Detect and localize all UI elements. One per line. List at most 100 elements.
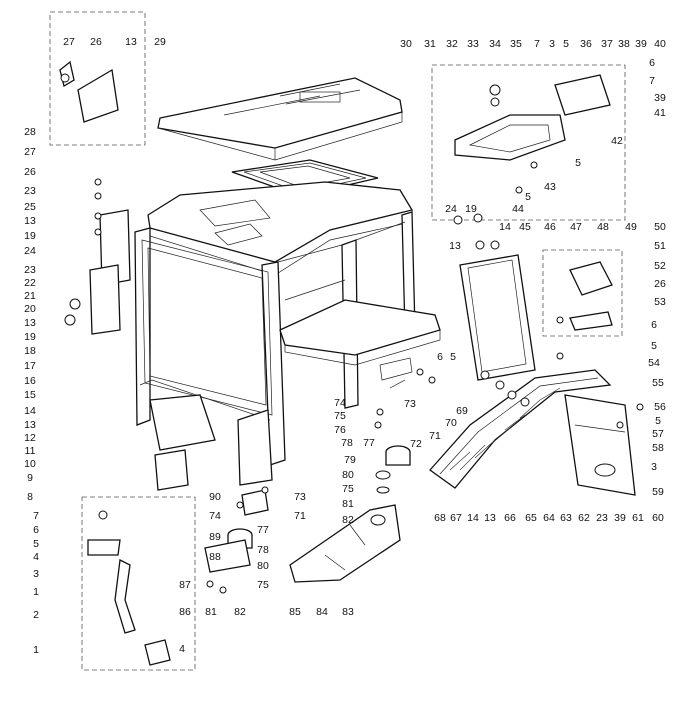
part-callout-79: 79 (344, 454, 356, 466)
part-callout-38: 38 (618, 38, 630, 50)
door-hinge (59, 60, 119, 123)
part-callout-61: 61 (632, 512, 644, 524)
part-callout-5: 5 (575, 157, 581, 169)
part-callout-14: 14 (24, 405, 36, 417)
part-callout-17: 17 (24, 360, 36, 372)
part-callout-5: 5 (563, 38, 569, 50)
roof-panel (157, 77, 403, 161)
part-callout-14: 14 (467, 512, 479, 524)
part-callout-60: 60 (652, 512, 664, 524)
mounting-bracket-rear (289, 504, 401, 583)
part-callout-26: 26 (654, 278, 666, 290)
part-callout-54: 54 (648, 357, 660, 369)
part-callout-74: 74 (334, 397, 346, 409)
part-callout-3: 3 (549, 38, 555, 50)
part-callout-58: 58 (652, 442, 664, 454)
part-callout-22: 22 (24, 277, 36, 289)
part-callout-40: 40 (654, 38, 666, 50)
part-callout-89: 89 (209, 531, 221, 543)
part-callout-12: 12 (24, 432, 36, 444)
part-callout-41: 41 (654, 107, 666, 119)
part-callout-44: 44 (512, 203, 524, 215)
part-callout-5: 5 (33, 538, 39, 550)
part-callout-13: 13 (125, 36, 137, 48)
fender-side-panel (564, 394, 636, 496)
part-callout-6: 6 (651, 319, 657, 331)
part-callout-70: 70 (445, 417, 457, 429)
part-callout-13: 13 (24, 317, 36, 329)
part-callout-10: 10 (24, 458, 36, 470)
part-callout-48: 48 (597, 221, 609, 233)
part-callout-88: 88 (209, 551, 221, 563)
part-callout-13: 13 (449, 240, 461, 252)
part-callout-75: 75 (257, 579, 269, 591)
part-callout-77: 77 (363, 437, 375, 449)
part-callout-6: 6 (33, 524, 39, 536)
part-callout-49: 49 (625, 221, 637, 233)
door-handle (569, 261, 613, 331)
part-callout-21: 21 (24, 290, 36, 302)
right-door-glass (459, 254, 536, 381)
part-callout-19: 19 (24, 230, 36, 242)
part-callout-23: 23 (24, 185, 36, 197)
part-callout-4: 4 (33, 551, 39, 563)
part-callout-47: 47 (570, 221, 582, 233)
part-callout-7: 7 (649, 75, 655, 87)
part-callout-35: 35 (510, 38, 522, 50)
part-callout-52: 52 (654, 260, 666, 272)
part-callout-73: 73 (404, 398, 416, 410)
left-door-glass (89, 209, 131, 335)
part-callout-74: 74 (209, 510, 221, 522)
part-callout-81: 81 (205, 606, 217, 618)
part-callout-23: 23 (596, 512, 608, 524)
door-lock-housing (454, 74, 611, 161)
right-door-lock-detail-box (431, 64, 626, 221)
part-callout-25: 25 (24, 201, 36, 213)
part-callout-66: 66 (504, 512, 516, 524)
part-callout-32: 32 (446, 38, 458, 50)
part-callout-36: 36 (580, 38, 592, 50)
part-callout-5: 5 (651, 340, 657, 352)
part-callout-23: 23 (24, 264, 36, 276)
part-callout-71: 71 (429, 430, 441, 442)
part-callout-68: 68 (434, 512, 446, 524)
part-callout-85: 85 (289, 606, 301, 618)
part-callout-46: 46 (544, 221, 556, 233)
part-callout-45: 45 (519, 221, 531, 233)
part-callout-67: 67 (450, 512, 462, 524)
part-callout-73: 73 (294, 491, 306, 503)
part-callout-9: 9 (27, 472, 33, 484)
part-callout-59: 59 (652, 486, 664, 498)
part-callout-33: 33 (467, 38, 479, 50)
gas-strut-detail-box (81, 496, 196, 671)
part-callout-76: 76 (334, 424, 346, 436)
part-callout-75: 75 (334, 410, 346, 422)
part-callout-86: 86 (179, 606, 191, 618)
part-callout-57: 57 (652, 428, 664, 440)
part-callout-28: 28 (24, 126, 36, 138)
part-callout-13: 13 (24, 419, 36, 431)
part-callout-13: 13 (24, 215, 36, 227)
part-callout-51: 51 (654, 240, 666, 252)
part-callout-80: 80 (257, 560, 269, 572)
part-callout-6: 6 (649, 57, 655, 69)
part-callout-90: 90 (209, 491, 221, 503)
part-callout-42: 42 (611, 135, 623, 147)
part-callout-3: 3 (33, 568, 39, 580)
part-callout-14: 14 (499, 221, 511, 233)
hinge-detail-box (49, 11, 146, 146)
part-callout-7: 7 (534, 38, 540, 50)
part-callout-7: 7 (33, 510, 39, 522)
part-callout-71: 71 (294, 510, 306, 522)
part-callout-8: 8 (27, 491, 33, 503)
part-callout-56: 56 (654, 401, 666, 413)
part-callout-82: 82 (342, 514, 354, 526)
part-callout-27: 27 (24, 146, 36, 158)
part-callout-72: 72 (410, 438, 422, 450)
part-callout-77: 77 (257, 524, 269, 536)
part-callout-30: 30 (400, 38, 412, 50)
part-callout-4: 4 (179, 643, 185, 655)
part-callout-11: 11 (25, 445, 36, 457)
part-callout-24: 24 (445, 203, 457, 215)
